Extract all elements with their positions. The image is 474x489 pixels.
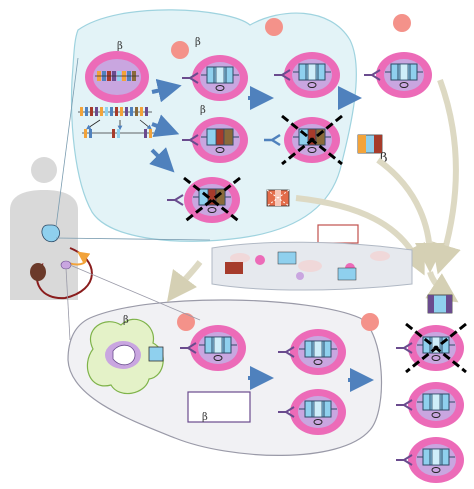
periphery-zoom-line-1 [65,267,71,341]
mature-tcell-thymus [375,51,433,99]
apoptosis-dot-5 [361,313,379,331]
thymus-icon [41,224,60,243]
free-receptor-3 [427,294,453,314]
free-receptor-1 [266,189,290,207]
apoptosis-dot-4 [177,313,195,331]
lymph-node-icon [60,260,72,270]
label-beta-6: β [202,412,208,423]
periphery-cell-2 [289,328,347,376]
thymus-zoom-line-1 [55,57,79,228]
tcr-5 [264,133,281,147]
label-beta-5: β [123,315,129,326]
peripheral-cell-r2 [407,381,465,429]
thymus-cell-positive-1 [191,54,249,102]
blood-vessel [211,241,413,291]
label-beta-3: β [200,105,206,116]
periphery-cell-3 [289,388,347,436]
rearrangement-strips [78,107,162,138]
periphery-cell-1 [189,324,247,372]
label-beta-1: β [117,41,123,52]
peripheral-cell-r3 [407,436,465,484]
label-beta-4: β [380,151,388,166]
periphery-arrows [248,366,374,392]
human-silhouette-icon [10,157,78,300]
thymus-cell-positive-2 [191,116,249,164]
thymus-cell-dead-1 [183,176,241,224]
apoptosis-dot-2 [393,14,411,32]
thymus-zoom-line-2 [55,237,211,241]
thymus-blank-box [317,224,359,244]
gene-segment-strip [95,71,139,81]
thymus-arrows [149,78,362,173]
apoptosis-dot-3 [171,41,189,59]
dendritic-cell-icon [86,318,164,395]
apoptosis-dot-1 [265,18,283,36]
periphery-zoom-line-2 [69,264,201,321]
peripheral-cell-dead [405,322,467,374]
thymus-cell-selected-1 [283,51,341,99]
label-beta-2: β [195,37,201,48]
organ-icon [30,263,46,281]
thymocyte-rearranging [85,51,149,103]
periphery-blank-box [187,391,251,423]
free-receptor-2 [357,134,383,154]
